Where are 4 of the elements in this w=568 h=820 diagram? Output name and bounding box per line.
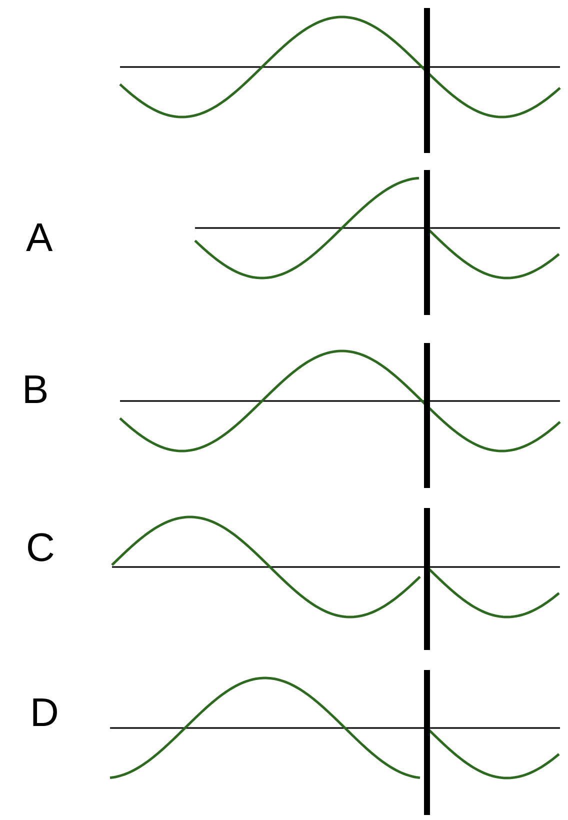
option-label: A bbox=[26, 218, 53, 258]
option-label: B bbox=[22, 370, 49, 410]
option-label: C bbox=[26, 528, 55, 568]
option-label: D bbox=[30, 693, 59, 733]
